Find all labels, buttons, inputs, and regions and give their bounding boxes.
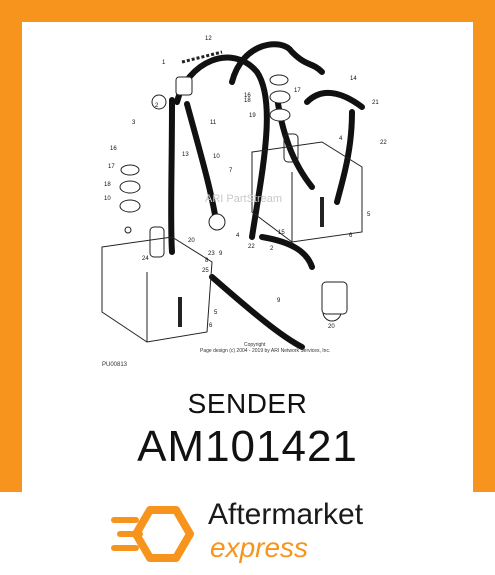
- callout-label: 20: [188, 238, 195, 244]
- callout-label: 15: [278, 230, 285, 236]
- callout-label: 16: [244, 93, 251, 99]
- callout-label: 25: [202, 268, 209, 274]
- callout-label: 24: [142, 256, 149, 262]
- front-fuel-tank: [101, 226, 213, 343]
- clamp-strip: [181, 50, 223, 64]
- callout-label: 1: [162, 60, 166, 66]
- callout-label: 20: [328, 324, 335, 330]
- valve-cluster: [151, 76, 348, 322]
- callout-label: 14: [350, 76, 357, 82]
- callout-label: 22: [380, 140, 387, 146]
- callout-label: 5: [214, 310, 218, 316]
- sender-assembly-right: [269, 74, 291, 122]
- callout-label: 8: [205, 258, 209, 264]
- hose-lines: [168, 41, 365, 350]
- callout-label: 18: [104, 182, 111, 188]
- callout-label: 22: [248, 244, 255, 250]
- callout-labels: 12 1 2 3 11 16 17 18 19 14 21 4 22 16 17…: [104, 36, 387, 330]
- callout-label: 13: [182, 152, 189, 158]
- callout-label: 21: [372, 100, 379, 106]
- callout-label: 9: [219, 251, 223, 257]
- part-name: SENDER: [187, 388, 308, 419]
- callout-label: 23: [208, 251, 215, 257]
- callout-label: 7: [229, 168, 233, 174]
- callout-label: 17: [294, 88, 301, 94]
- brand-tagline: express: [210, 532, 309, 563]
- sender-assembly-left: [119, 164, 141, 234]
- copyright-line: Copyright: [244, 342, 266, 348]
- callout-label: 10: [104, 196, 111, 202]
- callout-label: 5: [367, 212, 371, 218]
- callout-label: 9: [277, 298, 281, 304]
- figure-code: PU00813: [102, 362, 128, 368]
- callout-label: 2: [270, 246, 274, 252]
- callout-label: 3: [132, 120, 136, 126]
- callout-label: 19: [249, 113, 256, 119]
- callout-label: 6: [209, 323, 213, 329]
- callout-label: 12: [205, 36, 212, 42]
- callout-label: 6: [349, 233, 353, 239]
- part-number: AM101421: [137, 422, 358, 471]
- copyright-detail: Page design (c) 2004 - 2019 by ARI Netwo…: [200, 348, 330, 354]
- callout-label: 10: [213, 154, 220, 160]
- content-panel: 12 1 2 3 11 16 17 18 19 14 21 4 22 16 17…: [22, 22, 473, 492]
- brand-footer: Aftermarket express: [0, 492, 495, 575]
- callout-label: 16: [110, 146, 117, 152]
- parts-diagram: 12 1 2 3 11 16 17 18 19 14 21 4 22 16 17…: [101, 36, 387, 368]
- callout-label: 11: [210, 120, 217, 126]
- callout-label: 17: [108, 164, 115, 170]
- callout-label: 4: [339, 136, 343, 142]
- callout-label: 2: [155, 103, 159, 109]
- speed-hexagon-logo-icon: [111, 506, 194, 562]
- watermark: ARI PartStream: [205, 193, 282, 205]
- brand-name: Aftermarket: [208, 498, 364, 531]
- callout-label: 18: [244, 98, 251, 104]
- callout-label: 4: [236, 233, 240, 239]
- rear-fuel-tank: [251, 133, 363, 243]
